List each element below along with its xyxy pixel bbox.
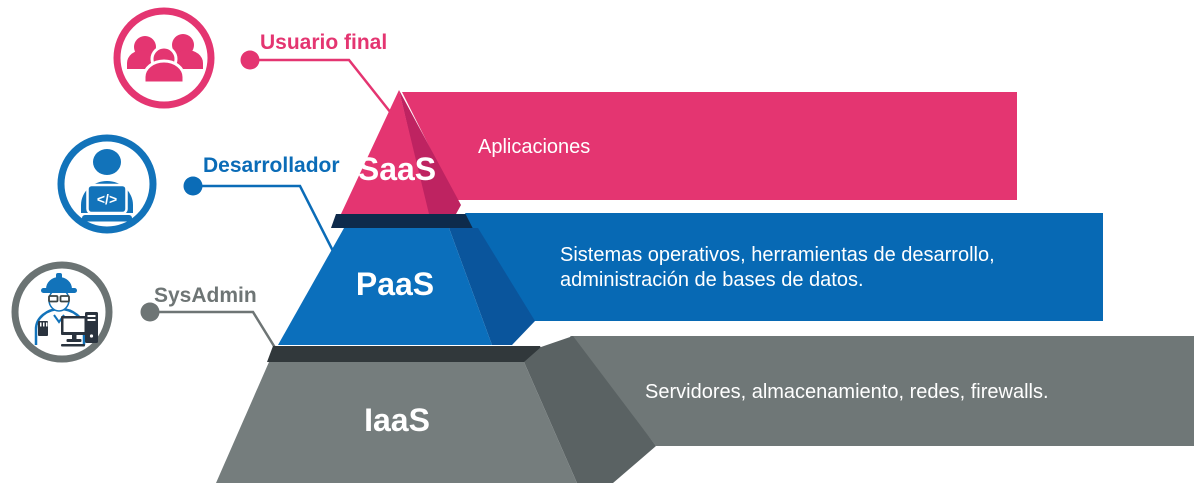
- connector-dot: [240, 50, 260, 70]
- monitor-screen: [63, 318, 85, 332]
- tower-slot: [87, 319, 96, 321]
- layer-iaas: IaaS Servidores, almacenamiento, redes, …: [216, 336, 1194, 483]
- connector-line: [250, 58, 392, 114]
- users-group-icon: [127, 34, 203, 85]
- layer-paas: PaaS Sistemas operativos, herramientas d…: [267, 213, 1103, 362]
- developer-label: Desarrollador: [203, 154, 340, 177]
- sysadmin-circle: [11, 261, 113, 363]
- end-user-label: Usuario final: [260, 31, 387, 54]
- user-body-center: [142, 59, 186, 85]
- keyboard-icon: [61, 344, 85, 347]
- tower-button: [89, 334, 94, 338]
- iaas-label: IaaS: [364, 402, 430, 438]
- user-body-right: [171, 50, 203, 69]
- paas-band-text-line2: administración de bases de datos.: [560, 269, 864, 291]
- developer-laptop-icon: </>: [81, 149, 133, 222]
- paas-band-text-line1: Sistemas operativos, herramientas de des…: [560, 244, 995, 266]
- paas-face: [278, 228, 492, 345]
- saas-band-text: Aplicaciones: [478, 136, 590, 158]
- connector-line: [193, 184, 336, 254]
- paas-fold: [449, 228, 535, 345]
- saas-face: [341, 90, 429, 214]
- monitor-base: [66, 339, 82, 342]
- connector-line: [150, 310, 284, 360]
- connector-end-user: [240, 50, 392, 114]
- connector-sysadmin: [140, 302, 284, 360]
- technician-icon: [34, 273, 98, 347]
- developer-head: [93, 149, 121, 175]
- saas-band: [402, 92, 1017, 200]
- pocket-pin: [46, 322, 48, 327]
- layer-saas: SaaS Aplicaciones: [331, 90, 1017, 228]
- iaas-band-text: Servidores, almacenamiento, redes, firew…: [645, 381, 1049, 403]
- iaas-face: [216, 362, 577, 483]
- sysadmin-label: SysAdmin: [154, 284, 257, 307]
- pocket-pin: [40, 322, 42, 327]
- saas-shadow: [331, 214, 478, 228]
- connector-developer: [183, 176, 336, 254]
- hard-hat-brim: [41, 288, 77, 293]
- connector-dot: [183, 176, 203, 196]
- hard-hat-dome: [46, 277, 72, 289]
- iaas-fold: [524, 336, 656, 483]
- developer-circle: [57, 134, 157, 234]
- actor-sysadmin: [11, 261, 113, 363]
- actor-end-user: [113, 7, 215, 109]
- paas-shadow: [267, 346, 548, 362]
- laptop-base: [82, 215, 132, 222]
- tower-slot: [87, 315, 96, 317]
- monitor-stand: [72, 335, 77, 339]
- connector-dot: [140, 302, 160, 322]
- code-glyph: </>: [97, 191, 117, 207]
- iaas-band: [570, 336, 1194, 446]
- paas-label: PaaS: [356, 266, 434, 302]
- paas-band: [465, 213, 1103, 321]
- glasses-left: [48, 295, 59, 303]
- actor-developer: </>: [57, 134, 157, 234]
- glasses-right: [59, 295, 70, 303]
- saas-fold: [399, 90, 461, 214]
- saas-label: SaaS: [358, 151, 436, 187]
- pocket-pin: [43, 322, 45, 327]
- end-user-circle: [113, 7, 215, 109]
- laptop-screen: [86, 183, 128, 215]
